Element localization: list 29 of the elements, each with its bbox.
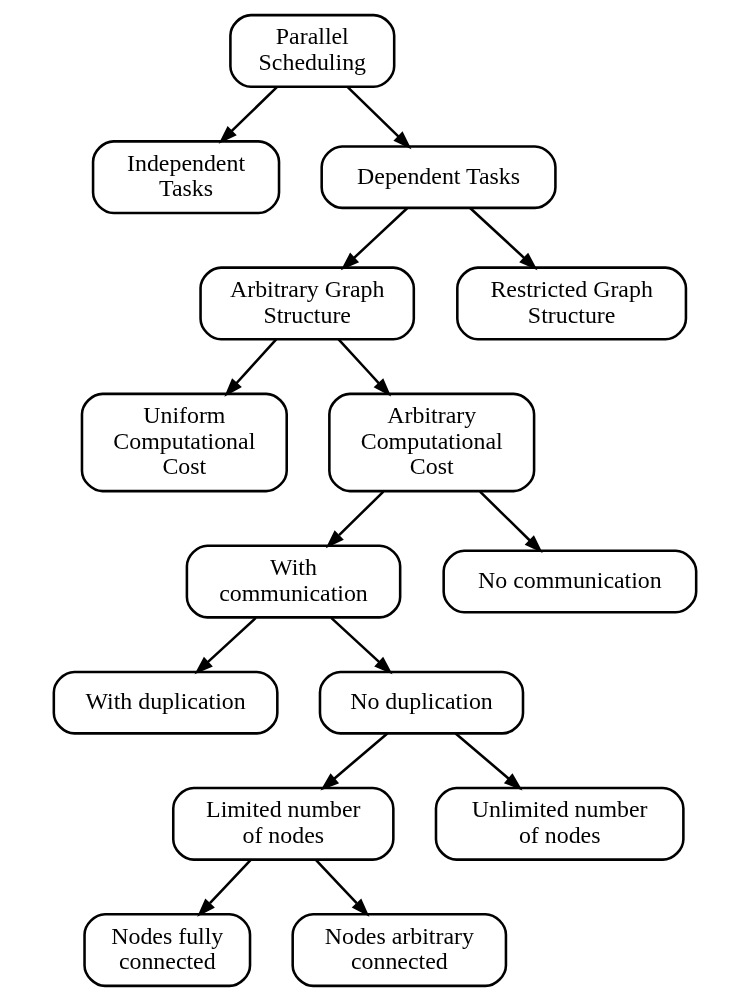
arrow [320, 732, 389, 791]
node-box: Arbitrary Graph Structure [199, 266, 416, 341]
arrow [479, 490, 543, 554]
node-box: With communication [185, 544, 402, 619]
node-box: Nodes arbitrary connected [291, 912, 508, 988]
arrow [454, 732, 523, 791]
node-box: Independent Tasks [91, 140, 281, 215]
arrow [197, 858, 252, 917]
arrow [346, 85, 412, 150]
node-box: Arbitrary Computational Cost [328, 392, 536, 493]
arrow [340, 207, 409, 271]
node-box: Nodes fully connected [83, 912, 252, 988]
node-box: No duplication [318, 670, 525, 735]
node-box: Uniform Computational Cost [80, 392, 288, 493]
arrow [218, 85, 279, 144]
node-box: Dependent Tasks [320, 145, 557, 210]
arrow [325, 490, 385, 549]
arrow [314, 858, 370, 917]
node-box: With duplication [52, 670, 279, 735]
node-box: Limited number of nodes [171, 786, 395, 861]
node-box: Restricted Graph Structure [456, 266, 688, 341]
arrow [469, 207, 538, 271]
node-box: Parallel Scheduling [229, 13, 396, 89]
arrow [330, 617, 393, 675]
arrow [194, 617, 257, 675]
node-box: Unlimited number of nodes [434, 786, 685, 861]
arrow [337, 338, 392, 397]
arrow [224, 338, 278, 397]
node-box: No communication [442, 549, 698, 614]
